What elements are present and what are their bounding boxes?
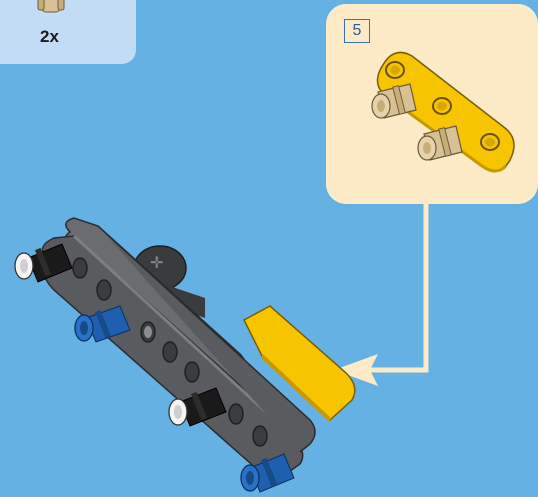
- placement-arrow: [334, 204, 426, 386]
- main-model-assembly: ✛: [15, 218, 355, 492]
- cross-hole-icon: ✛: [150, 255, 163, 272]
- callout-tan-pin-icon: [418, 126, 462, 160]
